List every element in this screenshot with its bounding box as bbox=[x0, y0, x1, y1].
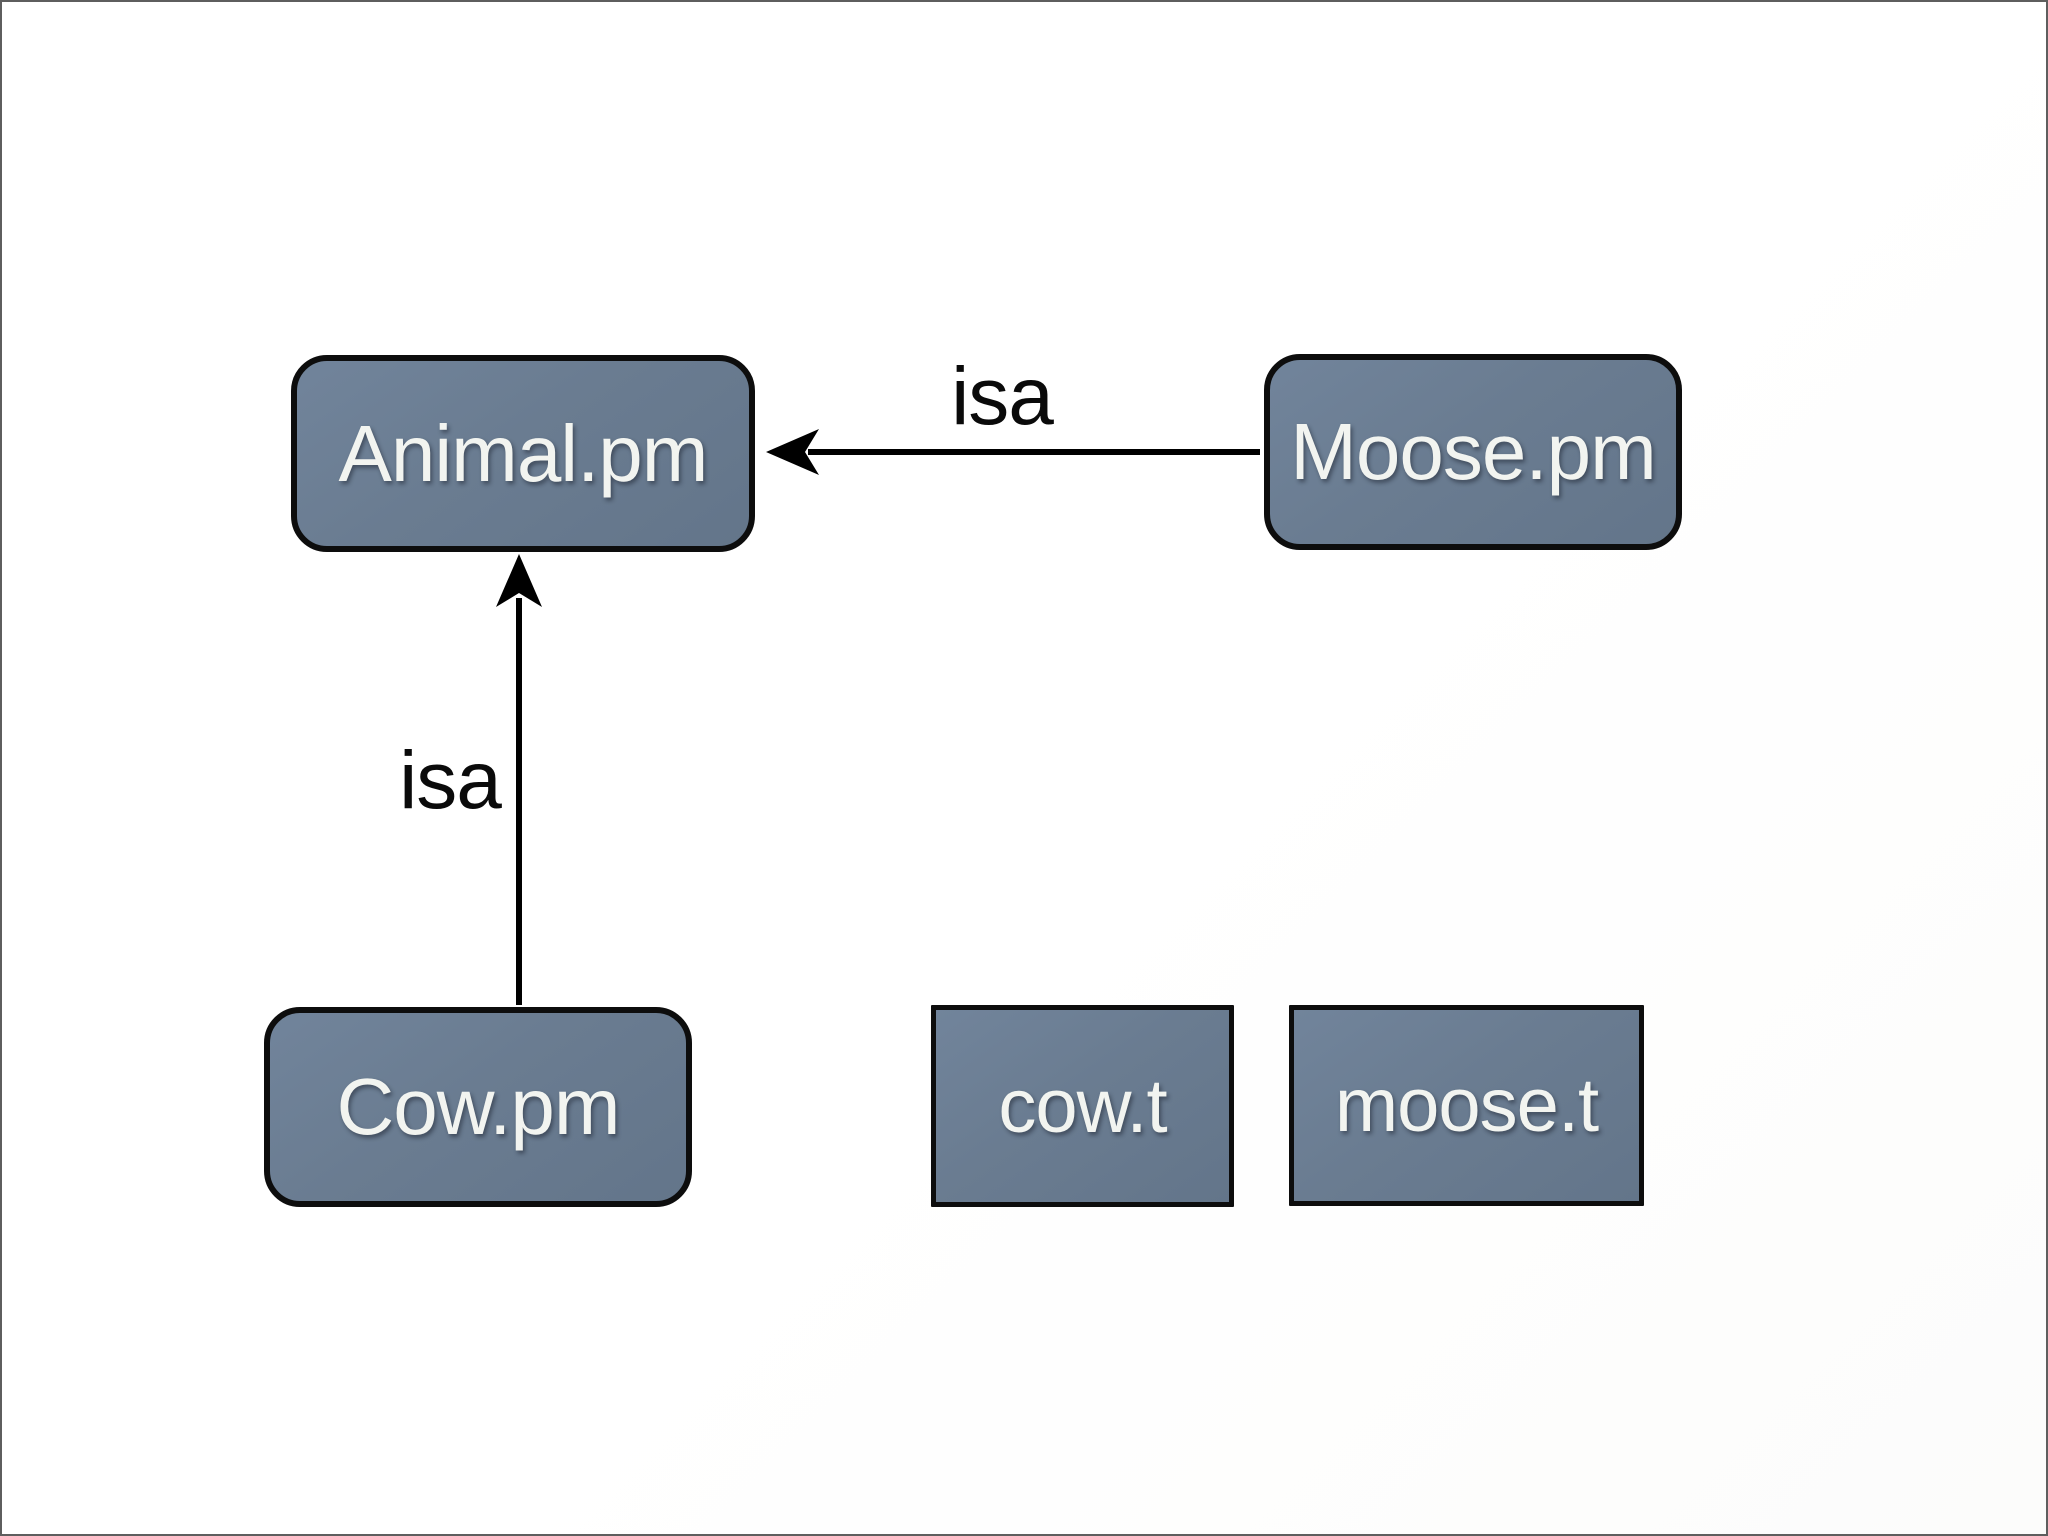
node-cow-pm: Cow.pm bbox=[264, 1007, 692, 1207]
node-moose-pm-label: Moose.pm bbox=[1290, 407, 1656, 496]
edge-label-moose-isa: isa bbox=[951, 351, 1054, 442]
arrowhead-up-icon bbox=[496, 554, 542, 607]
node-animal-pm-label: Animal.pm bbox=[338, 408, 709, 498]
node-moose-pm: Moose.pm bbox=[1264, 354, 1682, 550]
node-moose-t: moose.t bbox=[1289, 1005, 1644, 1206]
node-animal-pm: Animal.pm bbox=[291, 355, 755, 552]
node-cow-t-label: cow.t bbox=[998, 1063, 1167, 1149]
node-moose-t-label: moose.t bbox=[1334, 1063, 1599, 1148]
node-cow-t: cow.t bbox=[931, 1005, 1234, 1207]
edge-label-cow-isa: isa bbox=[399, 735, 502, 826]
arrowhead-left-icon bbox=[766, 429, 819, 475]
node-cow-pm-label: Cow.pm bbox=[336, 1062, 621, 1151]
